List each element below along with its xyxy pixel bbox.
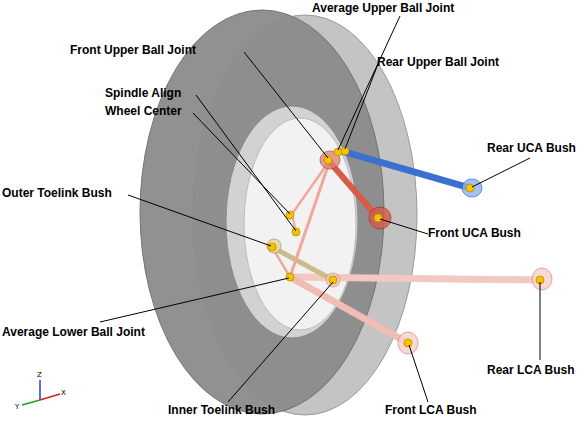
hardpoints: [268, 147, 544, 347]
tire: [140, 10, 417, 415]
bush: [398, 332, 418, 354]
leader-line: [244, 52, 328, 158]
bush: [532, 268, 552, 290]
leader-line: [193, 113, 290, 214]
hardpoint: [286, 211, 294, 219]
toelink: [272, 247, 333, 280]
x-axis: [40, 394, 60, 400]
callout-label: Spindle Align: [105, 86, 181, 100]
leader-lines: [100, 16, 540, 402]
spindle: [292, 160, 330, 214]
hardpoint: [404, 339, 412, 347]
z-axis: [39, 380, 41, 400]
rear-uca: [345, 152, 470, 188]
bush: [267, 239, 281, 253]
leader-line: [228, 282, 333, 402]
hardpoint: [466, 184, 474, 192]
front-lca: [290, 277, 408, 343]
callout-label: Outer Toelink Bush: [2, 186, 112, 200]
hardpoint: [292, 228, 300, 236]
bush: [369, 207, 391, 229]
callout-label: Front Upper Ball Joint: [70, 43, 196, 57]
hardpoint: [374, 214, 382, 222]
leader-line: [409, 345, 428, 402]
callout-label: Inner Toelink Bush: [168, 403, 275, 417]
hardpoint: [286, 273, 294, 281]
bush: [462, 179, 482, 197]
hardpoint: [329, 276, 337, 284]
axis-letter: Z: [37, 371, 42, 379]
callout-label: Rear Upper Ball Joint: [377, 55, 499, 69]
bushings: [267, 151, 552, 354]
hardpoint: [268, 243, 276, 251]
leader-line: [380, 219, 428, 234]
leader-line: [540, 282, 541, 360]
leader-line: [338, 16, 400, 150]
bush: [326, 273, 340, 287]
leader-line: [472, 158, 530, 187]
front-uca: [328, 160, 378, 218]
callout-label: Front UCA Bush: [428, 226, 521, 240]
callout-label: Rear LCA Bush: [487, 363, 575, 377]
leader-line: [128, 195, 271, 246]
leader-line: [100, 278, 289, 322]
axis-letter: Y: [15, 403, 19, 411]
links: [272, 152, 540, 343]
upright: [290, 160, 330, 277]
callout-label: Rear UCA Bush: [487, 141, 576, 155]
callout-label: Average Upper Ball Joint: [312, 1, 454, 15]
y-axis: [22, 400, 40, 405]
callout-label: Wheel Center: [105, 104, 182, 118]
callout-label: Average Lower Ball Joint: [2, 325, 145, 339]
tire-hole: [244, 118, 356, 330]
leader-line: [196, 95, 296, 231]
leader-line: [345, 64, 378, 149]
axis-triad: [22, 380, 60, 405]
axis-letter: X: [61, 389, 66, 397]
callout-label: Front LCA Bush: [385, 403, 477, 417]
